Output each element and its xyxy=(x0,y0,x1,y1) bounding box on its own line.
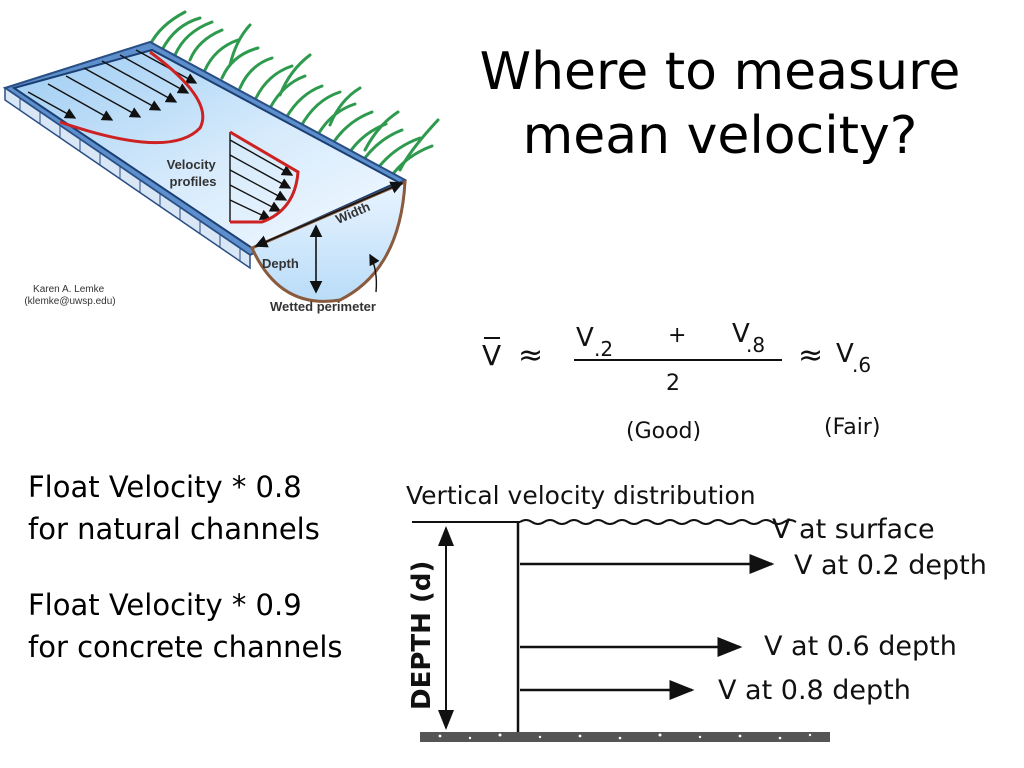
denominator: 2 xyxy=(666,371,680,396)
wetted-perimeter-label: Wetted perimeter xyxy=(270,299,376,314)
depth-label: Depth xyxy=(262,256,299,271)
label-v-at-0.8-depth: V at 0.8 depth xyxy=(718,675,911,706)
velocity-profiles-label: Velocity profiles xyxy=(167,157,220,189)
title-line: mean velocity? xyxy=(522,106,918,166)
velocity-profile-surface xyxy=(27,49,198,121)
depth-axis-label: DEPTH (d) xyxy=(407,561,437,710)
label-v-at-surface: V at surface xyxy=(772,514,935,545)
vertical-velocity-distribution: Vertical velocity distribution DEPTH (d)… xyxy=(406,481,987,742)
bullet-natural-channels: Float Velocity * 0.8 for natural channel… xyxy=(28,466,398,550)
water-surface-wave xyxy=(519,519,797,525)
v-08-subscript: .8 xyxy=(746,333,765,357)
approx-symbol: ≈ xyxy=(798,338,823,373)
slide-title: Where to measure mean velocity? xyxy=(470,40,970,168)
bullet-concrete-channels: Float Velocity * 0.9 for concrete channe… xyxy=(28,584,398,668)
approx-symbol: ≈ xyxy=(518,338,543,373)
label-v-at-0.6-depth: V at 0.6 depth xyxy=(764,631,957,662)
v-06-subscript: .6 xyxy=(852,353,871,377)
bullet-line: Float Velocity * 0.9 xyxy=(28,588,302,622)
label-v-at-0.2-depth: V at 0.2 depth xyxy=(794,550,987,581)
bullet-line: Float Velocity * 0.8 xyxy=(28,470,302,504)
distribution-title: Vertical velocity distribution xyxy=(406,481,756,510)
fair-label: (Fair) xyxy=(824,415,880,440)
good-label: (Good) xyxy=(626,419,701,444)
v-bar-symbol: V xyxy=(482,339,501,372)
bullet-line: for natural channels xyxy=(28,512,320,546)
plus-symbol: + xyxy=(668,323,686,348)
v-02-subscript: .2 xyxy=(594,337,613,361)
v-02-term: V xyxy=(576,323,594,353)
channel-bed xyxy=(420,732,830,742)
bullet-line: for concrete channels xyxy=(28,630,343,664)
v-08-term: V xyxy=(732,319,750,349)
v-06-term: V xyxy=(836,339,854,369)
mean-velocity-formula: V ≈ V .2 + V .8 2 ≈ V .6 (Good) (Fair) xyxy=(482,319,880,444)
image-credit: Karen A. Lemke (klemke@uwsp.edu) xyxy=(24,284,115,307)
open-channel-diagram: Velocity profiles Width Depth Wetted per… xyxy=(2,10,440,314)
title-line: Where to measure xyxy=(479,42,961,102)
